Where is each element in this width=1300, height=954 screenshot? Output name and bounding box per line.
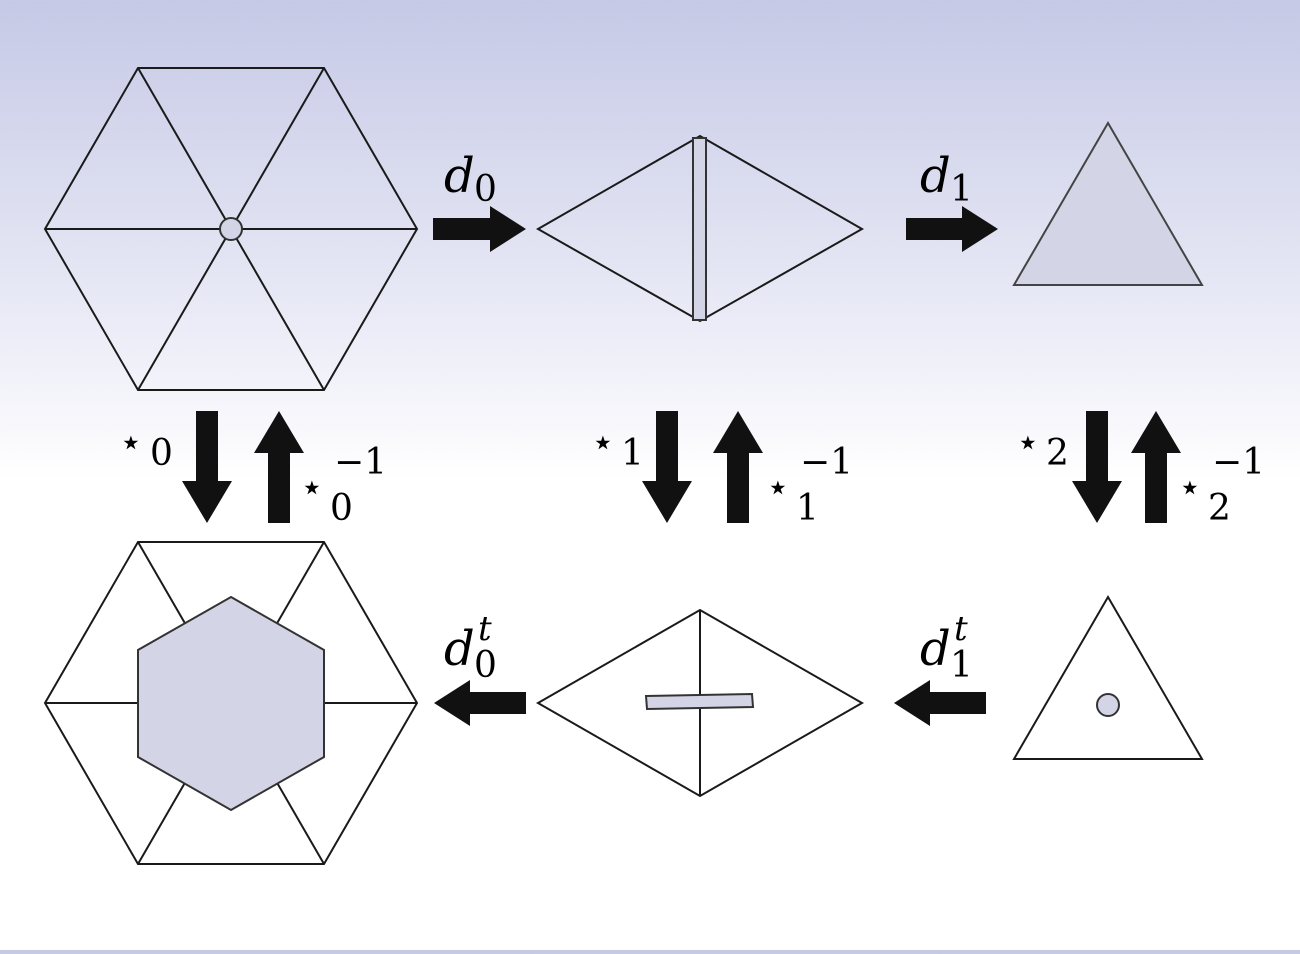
label-star2inv-sup: −1: [1212, 442, 1265, 483]
label-star1inv-sub: 1: [796, 488, 819, 529]
arrow-down-icon: [642, 411, 692, 523]
triangle-outline: [1012, 595, 1204, 760]
label-d0t-sup: t: [478, 609, 492, 649]
label-star1inv-base: ⋆: [766, 465, 790, 509]
label-d1-sub: 1: [950, 169, 973, 210]
label-star0-sub: 0: [150, 433, 173, 474]
arrow-right-icon: [433, 206, 526, 252]
label-star2inv-base: ⋆: [1178, 465, 1202, 509]
arrow-up-icon: [254, 411, 304, 523]
dual-edge-highlight: [644, 692, 755, 711]
dual-cell-filled: [137, 595, 325, 812]
arrow-down-star2: [1072, 411, 1122, 523]
dual-diamond-edge: [535, 608, 865, 798]
arrow-right-d1: [906, 206, 998, 252]
label-star1-sub: 1: [621, 433, 644, 474]
primal-diamond-edge: [535, 134, 865, 323]
label-d1t: d t 1: [920, 609, 973, 686]
arrow-left-icon: [434, 680, 526, 726]
arrow-up-star2inv: [1131, 411, 1181, 523]
label-star0-base: ⋆: [119, 420, 143, 464]
label-star0inv: ⋆ −1 0: [300, 442, 387, 529]
label-d0-base: d: [444, 148, 475, 204]
diamond-outline: [535, 608, 865, 798]
arrow-down-star1: [642, 411, 692, 523]
primal-edge-highlight: [692, 137, 707, 321]
label-star0: ⋆ 0: [119, 420, 173, 474]
arrow-left-d1t: [894, 680, 986, 726]
label-d0-sub: 0: [474, 169, 497, 210]
label-star1-base: ⋆: [591, 420, 615, 464]
label-d1t-sup: t: [954, 609, 968, 649]
arrow-left-d0t: [434, 680, 526, 726]
arrow-up-icon: [713, 411, 763, 523]
label-star0inv-base: ⋆: [300, 465, 324, 509]
label-d1: d 1: [920, 148, 973, 210]
label-star0inv-sub: 0: [330, 488, 353, 529]
primal-triangle-face: [1012, 121, 1204, 286]
arrow-left-icon: [894, 680, 986, 726]
arrow-down-icon: [1072, 411, 1122, 523]
label-star1inv-sup: −1: [800, 442, 853, 483]
label-d1t-sub: 1: [950, 645, 973, 686]
label-d1-base: d: [920, 148, 951, 204]
label-star2inv: ⋆ −1 2: [1178, 442, 1265, 529]
arrow-right-icon: [906, 206, 998, 252]
label-star1: ⋆ 1: [591, 420, 644, 474]
label-d0t-base: d: [444, 621, 475, 677]
label-star0inv-sup: −1: [334, 442, 387, 483]
label-star2-base: ⋆: [1016, 420, 1040, 464]
label-star1inv: ⋆ −1 1: [766, 442, 853, 529]
diamond-outline: [535, 134, 865, 323]
arrow-up-star0inv: [254, 411, 304, 523]
label-d0t: d t 0: [444, 609, 497, 686]
arrow-up-star1inv: [713, 411, 763, 523]
arrow-down-star0: [182, 411, 232, 523]
label-star2-sub: 2: [1046, 433, 1069, 474]
label-d0t-sub: 0: [474, 645, 497, 686]
label-star2inv-sub: 2: [1208, 488, 1231, 529]
label-d0: d 0: [444, 148, 497, 210]
arrow-up-icon: [1131, 411, 1181, 523]
dual-vertex-dot: [1096, 693, 1120, 717]
label-star2: ⋆ 2: [1016, 420, 1069, 474]
filled-triangle: [1012, 121, 1204, 286]
arrow-right-d0: [433, 206, 526, 252]
primal-hexagon-vertex: [43, 67, 419, 391]
primal-vertex-dot: [219, 217, 243, 241]
dual-triangle-vertex: [1012, 595, 1204, 760]
dual-hexagon-cell: [43, 541, 419, 865]
arrow-down-icon: [182, 411, 232, 523]
label-d1t-base: d: [920, 621, 951, 677]
